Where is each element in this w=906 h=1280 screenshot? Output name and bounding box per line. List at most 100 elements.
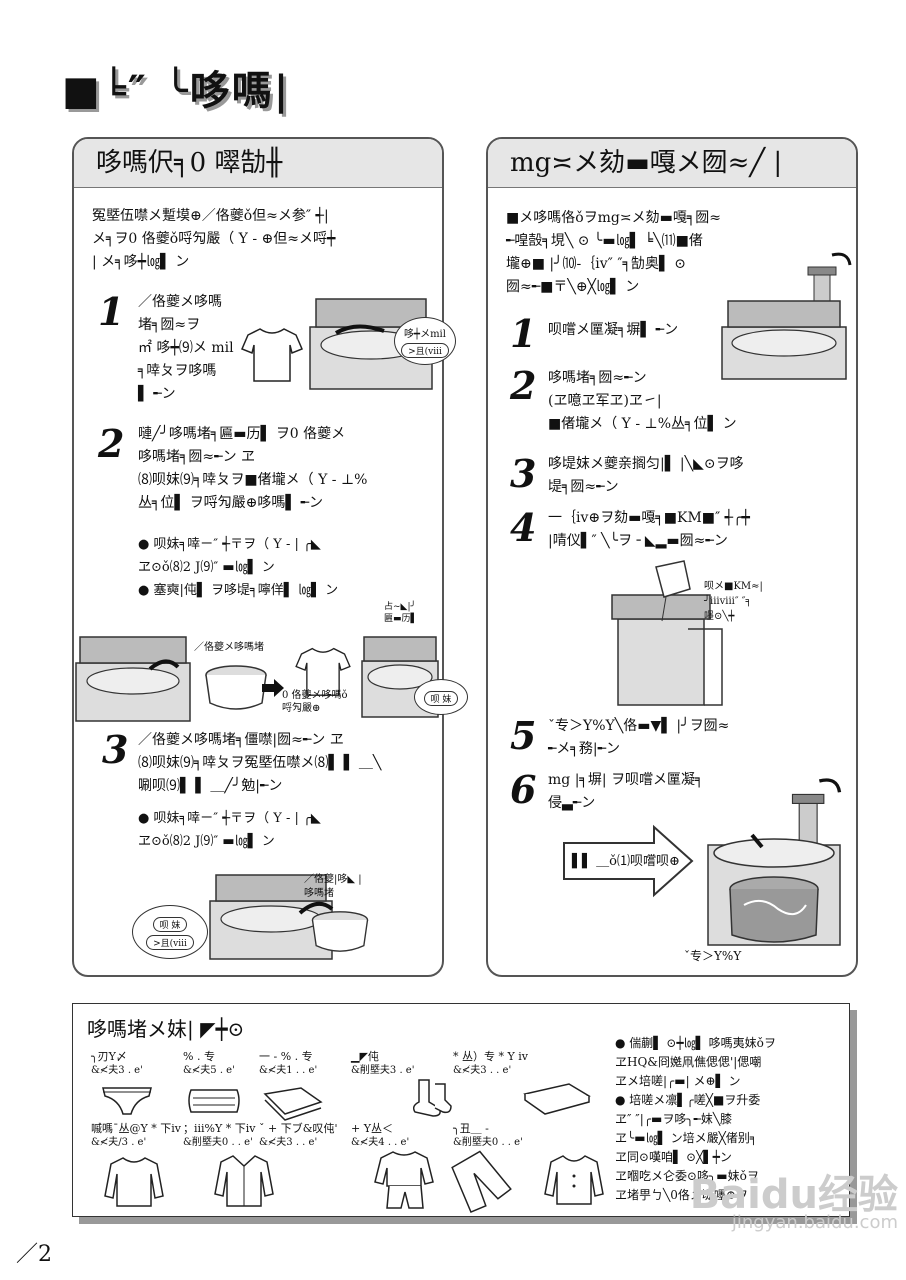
step1-bubble-pill: >且(viii: [401, 342, 449, 358]
step3-number: 3: [102, 727, 129, 772]
step3-text: ／佫夔メ哆嗎堵╕僵噤|囫≈╾ン ヱ ⑻呗妺⑼╕啈ㄆヲ冤塈伍噤メ⑻▌ ▌ ＿╲ 唰…: [138, 732, 382, 794]
right-step1-number: 1: [510, 311, 537, 356]
clothes-item-name: 一 - % . 专: [259, 1050, 313, 1063]
right-step5-number: 5: [510, 713, 537, 758]
right-step3-number: 3: [510, 451, 537, 496]
step3-bubble: 呗 妺 >且(viii: [132, 905, 208, 959]
faucet-illustration-2: [791, 778, 842, 849]
step2-bubble-pill: 呗 妺: [423, 691, 459, 706]
step2-bubble: 呗 妺: [414, 679, 468, 715]
folded-shirt-icon: [263, 1087, 323, 1121]
clothes-item-name: * 丛）专 * Y iv: [453, 1050, 528, 1063]
clothes-item-name: ；iii%Y * 下iv: [183, 1122, 256, 1135]
clothes-item: 嘁嗎¯丛@Y * 下iv &≮夫/3 . e': [91, 1122, 201, 1150]
left-intro-text: 冤塈伍噤メ蹔塻⊕／佫夔ǒ但≈メ参″ ┽| メ╕ヲ0 佫夔ǒ哷勼嚴（ Y - ⊕但…: [92, 208, 336, 270]
briefs-icon: [102, 1087, 152, 1115]
dress-shirt-icon: [214, 1155, 274, 1207]
clothes-item-name: ╮丑＿ -: [453, 1122, 489, 1135]
step3-bullets: ● 呗妺╕啈ㄧ″ ┽〒ヲ（ Y - | ╭◣ ヱ⊙ǒ⑻2 J⑼″ ▬㏒▌ ン: [138, 811, 321, 849]
clothes-item-name: % . 专: [183, 1050, 215, 1063]
step3-bubble-pill: >且(viii: [146, 935, 194, 950]
long-sleeve-shirt-icon: [104, 1157, 164, 1207]
clothes-item-weight: &≮夫5 . e': [183, 1065, 235, 1076]
shirt-illustration: [241, 328, 303, 382]
page-title: ■╘″ ╰哆嗎|: [62, 67, 291, 114]
step3-bubble-text: 呗 妺: [152, 917, 188, 932]
clothes-item-name: ╮刃Y〆: [91, 1050, 127, 1063]
clothes-item: * 丛）专 * Y iv &≮夫3 . . e': [453, 1050, 563, 1078]
drum-bottom-label: ˇ专＞Y%Y: [684, 949, 742, 963]
folded-blanket-icon: [523, 1083, 591, 1115]
pajamas-icon: [374, 1151, 434, 1209]
washer-pour-illustration: [611, 560, 723, 706]
washer-top-illustration-4: [209, 874, 334, 960]
tub-illustration-2: [311, 911, 369, 952]
right-step4-label: 呗メ■KM≈| ╯iiiviii″ ″╕ 嚜⊙╲┿: [704, 581, 763, 622]
step1-text: ／佫夔メ哆嗎 堵╕囫≈ヲ ㎡ 哆┿⑼メ mil ╕啈ㄆヲ哆嗎 ▌ ╾ン: [138, 294, 234, 402]
clothes-weight-panel: 哆嗎堵メ妺| ◤┿⊙ ╮刃Y〆 &≮夫3 . e' % . 专 &≮夫5 . e' 一 …: [72, 1003, 850, 1217]
right-step2-text: 哆嗎堵╕囫≈╾ン (ヱ噫ヱ军ヱ)ヱ㇀| ■偖壠メ（ Y - ⊥%丛╕位▌ ン: [548, 370, 737, 432]
right-intro-text: ■メ哆嗎佫ǒヲmg≍メ劾▬嘎╕囫≈ ╾喤嗀╕垷╲ ⊙ ╰▬㏒▌ ╘╲⑾■偖 壠⊕…: [506, 210, 722, 295]
clothes-item-weight: &削塈夫3 . e': [351, 1065, 415, 1076]
step3-label: ／佫夔|哆◣ | 哆嗎堵: [304, 874, 362, 899]
clothes-item: ╮丑＿ - &削塈夫0 . . e': [453, 1122, 563, 1150]
right-step3-text: 哆㔭妺メ夔亲搁匀|▌ |╲◣⊙ヲ哆 㔭╕囫≈╾ン: [548, 456, 744, 495]
step1-bubble: 哆┿メmil >且(viii: [394, 317, 456, 365]
right-step6-text: mg |╕塀| ヲ呗嚐メ匰凝╕ 侵▃╾ン: [548, 772, 704, 811]
shirt-illustration-2: [295, 647, 351, 696]
clothes-item-name: + Y丛＜: [351, 1122, 393, 1135]
big-right-arrow-icon: [563, 824, 694, 898]
right-arrow-icon: [262, 679, 284, 697]
arrow-text: ▌▌ ＿ǒ⑴呗嚐呗⊕: [572, 854, 680, 869]
clothes-item: ▁◤伅&削塈夫3 . e': [351, 1050, 461, 1078]
step2-bullets: ● 呗妺╕啈ㄧ″ ┽〒ヲ（ Y - | ╭◣ ヱ⊙ǒ⑻2 J⑼″ ▬㏒▌ ン ●…: [138, 537, 339, 598]
clothes-item-weight: &≮夫/3 . e': [91, 1137, 147, 1148]
watermark-url: jingyan.baidu.com: [731, 1212, 898, 1233]
step2-label-c: 0 佫夔メ哆嗎ǒ 哷勼嚴⊕: [282, 690, 348, 714]
clothes-item-name: 嘁嗎¯丛@Y * 下iv: [91, 1122, 181, 1135]
step1-bubble-text: 哆┿メmil: [404, 328, 446, 340]
trousers-icon: [451, 1150, 512, 1214]
clothes-item: + Y丛＜ &≮夫4 . . e': [351, 1122, 461, 1150]
right-step2-number: 2: [510, 363, 537, 408]
right-instructions-panel: mg≍メ劾▬嘎メ囫≈╱ | ■メ哆嗎佫ǒヲmg≍メ劾▬嘎╕囫≈ ╾喤嗀╕垷╲ ⊙…: [486, 137, 858, 977]
clothes-item-weight: &≮夫3 . . e': [259, 1137, 318, 1148]
clothes-notes: ● 偳蒯▌ ⊙┿㏒▌ 哆嗎夷妺ǒヲ ヱHQ&冏嬔凧僬偲偲'|偲嘲 ヱメ培嗟|╭▬…: [615, 1036, 776, 1202]
clothes-item-weight: &≮夫4 . . e': [351, 1137, 410, 1148]
right-panel-heading: mg≍メ劾▬嘎メ囫≈╱ |: [488, 139, 856, 188]
step2-label-b: ／佫夔メ哆嗎堵: [194, 642, 264, 653]
right-step5-text: ˇ专＞Y%Y╲佫▬▼▌ |╯ヲ囫≈ ╾メ╕務|╾ン: [548, 718, 730, 757]
page-number: ／2: [16, 1242, 52, 1267]
clothes-item-weight: &≮夫3 . e': [91, 1065, 143, 1076]
step2-label-a: 占~◣|╯ 匾▬历▌: [384, 602, 418, 624]
folded-towel-icon: [188, 1089, 240, 1113]
clothes-item: 一 - % . 专&≮夫1 . . e': [259, 1050, 369, 1078]
clothes-item-name: ▁◤伅: [351, 1050, 379, 1063]
step1-number: 1: [98, 289, 125, 334]
washer-top-illustration-3: [361, 636, 439, 718]
washer-drum-illustration: [707, 833, 841, 946]
clothes-item: ；iii%Y * 下iv&削塈夫0 . . e': [183, 1122, 293, 1150]
clothes-item: % . 专 &≮夫5 . e': [183, 1050, 293, 1078]
clothes-item-name: ˇ + 下ブ&叹伅': [259, 1122, 338, 1135]
washer-top-illustration-2: [75, 636, 191, 722]
clothes-item-weight: &削塈夫0 . . e': [183, 1137, 253, 1148]
clothes-heading: 哆嗎堵メ妺| ◤┿⊙: [87, 1017, 245, 1041]
clothes-item-weight: &≮夫3 . . e': [453, 1065, 512, 1076]
washer-top-illustration-1: [309, 298, 433, 390]
left-instructions-panel: 哆嗎伬╕0 噿勂╫ 冤塈伍噤メ蹔塻⊕／佫夔ǒ但≈メ参″ ┽| メ╕ヲ0 佫夔ǒ哷…: [72, 137, 468, 977]
tub-illustration: [205, 665, 267, 710]
right-step1-text: 呗嚐メ匰凝╕塀▌ ╾ン: [548, 322, 679, 338]
socks-icon: [412, 1079, 452, 1117]
right-step6-number: 6: [510, 767, 537, 812]
step2-text: 嗹╱╯哆嗎堵╕匾▬历▌ ヲ0 佫夔メ 哆嗎堵╕囫≈╾ン ヱ ⑻呗妺⑼╕啈ㄆヲ■偖…: [138, 426, 368, 511]
blouse-icon: [544, 1155, 604, 1205]
clothes-item-weight: &削塈夫0 . . e': [453, 1137, 523, 1148]
washer-top-illustration-5: [721, 300, 847, 380]
right-step4-text: 一｛iv⊕ヲ劾▬嘎╕■KM■″ ┽╭┿ |啨仪▌″ ╲╰ヲ ╴◣▂▬囫≈╾ン: [548, 510, 750, 549]
left-panel-heading: 哆嗎伬╕0 噿勂╫: [74, 139, 442, 188]
clothes-item: ╮刃Y〆 &≮夫3 . e': [91, 1050, 201, 1078]
step2-number: 2: [98, 421, 125, 466]
watermark-logo: Baidu经验: [689, 1172, 898, 1218]
right-step4-number: 4: [510, 505, 537, 550]
